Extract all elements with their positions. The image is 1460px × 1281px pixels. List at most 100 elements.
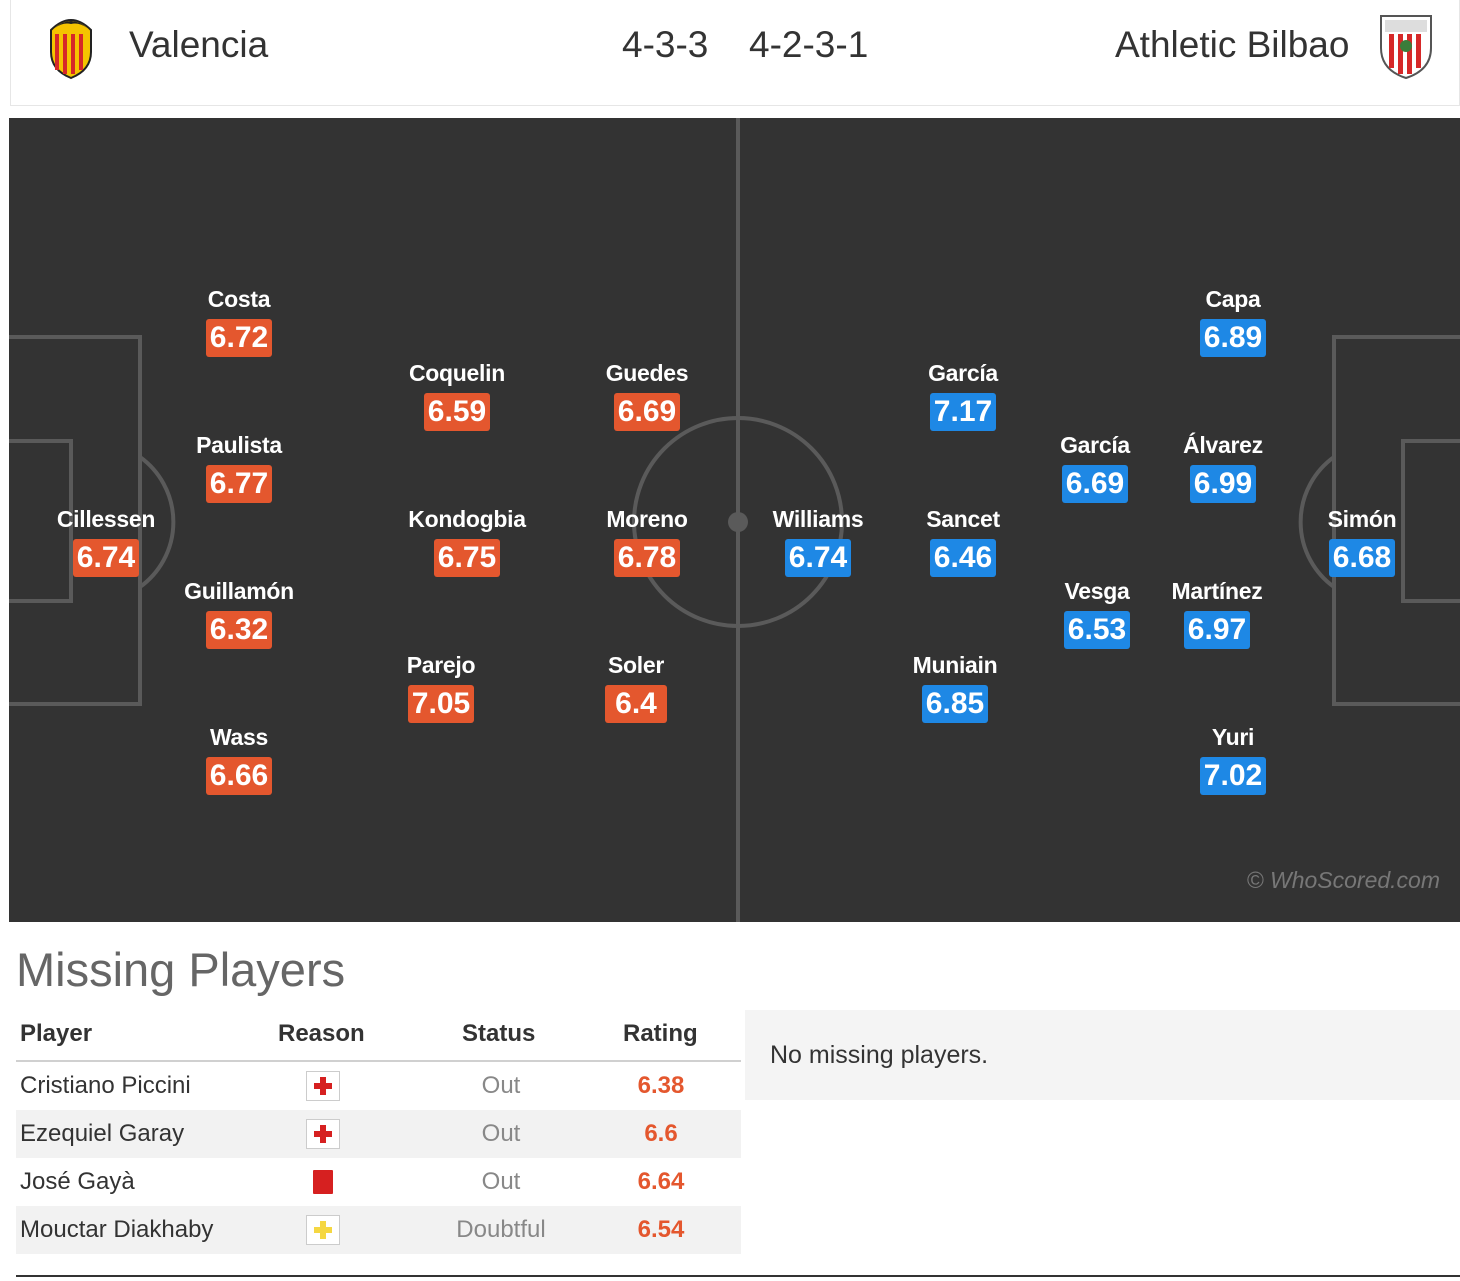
- player-away[interactable]: Martínez 6.97: [1137, 578, 1297, 649]
- table-row: Ezequiel Garay Out 6.6: [16, 1110, 741, 1158]
- rating-value: 6.54: [637, 1216, 685, 1243]
- player-home[interactable]: Soler 6.4: [556, 652, 716, 723]
- column-status: Status: [462, 1020, 536, 1047]
- player-rating: 6.99: [1189, 465, 1257, 503]
- athletic-bilbao-crest-icon[interactable]: [1377, 12, 1435, 80]
- column-rating: Rating: [623, 1020, 698, 1047]
- no-missing-message: No missing players.: [770, 1041, 989, 1069]
- player-name: Parejo: [406, 652, 476, 678]
- player-name: Moreno: [606, 506, 688, 532]
- player-rating: 6.69: [613, 393, 681, 431]
- player-home[interactable]: Moreno 6.78: [567, 506, 727, 577]
- rating-value: 6.6: [644, 1120, 678, 1147]
- home-team-name[interactable]: Valencia: [129, 24, 269, 65]
- rating-value: 6.64: [637, 1168, 685, 1195]
- player-rating: 6.46: [929, 539, 997, 577]
- player-name: Álvarez: [1183, 432, 1263, 458]
- player-name: García: [928, 360, 998, 386]
- player-rating: 7.02: [1199, 757, 1267, 795]
- player-away[interactable]: Yuri 7.02: [1153, 724, 1313, 795]
- away-missing-panel: No missing players.: [745, 1010, 1460, 1100]
- player-rating: 6.97: [1183, 611, 1251, 649]
- player-name: Wass: [209, 724, 269, 750]
- watermark: © WhoScored.com: [1246, 867, 1440, 893]
- missing-players-table: Player Reason Status Rating Cristiano Pi…: [16, 1012, 741, 1254]
- player-away[interactable]: Muniain 6.85: [875, 652, 1035, 723]
- player-rating: 6.66: [205, 757, 273, 795]
- doubtful-icon: [306, 1215, 340, 1245]
- player-away[interactable]: Capa 6.89: [1153, 286, 1313, 357]
- player-name: Coquelin: [409, 360, 505, 386]
- player-away[interactable]: García 6.69: [1015, 432, 1175, 503]
- match-header: Valencia 4-3-3 4-2-3-1 Athletic Bilbao: [10, 0, 1460, 106]
- player-link[interactable]: José Gayà: [20, 1168, 135, 1195]
- player-name: Williams: [772, 506, 864, 532]
- player-rating: 6.69: [1061, 465, 1129, 503]
- status-text: Doubtful: [456, 1216, 546, 1243]
- player-name: Simón: [1327, 506, 1397, 532]
- player-rating: 7.17: [929, 393, 997, 431]
- player-away[interactable]: Simón 6.68: [1282, 506, 1442, 577]
- player-rating: 6.77: [205, 465, 273, 503]
- player-away[interactable]: Álvarez 6.99: [1143, 432, 1303, 503]
- player-home[interactable]: Kondogbia 6.75: [387, 506, 547, 577]
- player-name: Guillamón: [184, 578, 294, 604]
- player-rating: 6.85: [921, 685, 989, 723]
- table-row: Mouctar Diakhaby Doubtful 6.54: [16, 1206, 741, 1254]
- pitch-lines: [9, 118, 1460, 922]
- player-rating: 6.68: [1328, 539, 1396, 577]
- player-away[interactable]: Sancet 6.46: [883, 506, 1043, 577]
- player-rating: 6.78: [613, 539, 681, 577]
- away-team-name[interactable]: Athletic Bilbao: [1115, 24, 1350, 65]
- player-rating: 7.05: [407, 685, 475, 723]
- player-name: Kondogbia: [408, 506, 526, 532]
- player-home[interactable]: Parejo 7.05: [361, 652, 521, 723]
- player-link[interactable]: Mouctar Diakhaby: [20, 1216, 214, 1243]
- valencia-crest-icon[interactable]: [45, 12, 97, 80]
- player-link[interactable]: Ezequiel Garay: [20, 1120, 185, 1147]
- away-formation: 4-2-3-1: [749, 24, 869, 65]
- player-rating: 6.75: [433, 539, 501, 577]
- injury-icon: [306, 1119, 340, 1149]
- player-home[interactable]: Guillamón 6.32: [159, 578, 319, 649]
- player-rating: 6.89: [1199, 319, 1267, 357]
- column-player: Player: [20, 1020, 93, 1047]
- status-text: Out: [481, 1120, 521, 1147]
- player-away[interactable]: Vesga 6.53: [1017, 578, 1177, 649]
- player-home[interactable]: Wass 6.66: [159, 724, 319, 795]
- player-rating: 6.74: [784, 539, 852, 577]
- home-formation: 4-3-3: [622, 24, 709, 65]
- player-away[interactable]: Williams 6.74: [738, 506, 898, 577]
- player-name: García: [1060, 432, 1130, 458]
- player-home[interactable]: Coquelin 6.59: [377, 360, 537, 431]
- column-reason: Reason: [278, 1020, 365, 1047]
- status-text: Out: [481, 1168, 521, 1195]
- player-away[interactable]: García 7.17: [883, 360, 1043, 431]
- player-name: Paulista: [196, 432, 282, 458]
- table-row: Cristiano Piccini Out 6.38: [16, 1062, 741, 1110]
- injury-icon: [306, 1071, 340, 1101]
- player-name: Martínez: [1171, 578, 1263, 604]
- player-name: Guedes: [605, 360, 689, 386]
- player-rating: 6.32: [205, 611, 273, 649]
- status-text: Out: [481, 1072, 521, 1099]
- player-rating: 6.74: [72, 539, 140, 577]
- player-name: Vesga: [1064, 578, 1130, 604]
- player-rating: 6.4: [605, 685, 667, 723]
- table-header: Player Reason Status Rating: [16, 1012, 741, 1062]
- player-link[interactable]: Cristiano Piccini: [20, 1072, 191, 1099]
- divider: [16, 1275, 1460, 1277]
- player-name: Costa: [207, 286, 271, 312]
- red-card-icon: [306, 1167, 340, 1197]
- player-home[interactable]: Guedes 6.69: [567, 360, 727, 431]
- player-name: Yuri: [1211, 724, 1255, 750]
- player-home[interactable]: Costa 6.72: [159, 286, 319, 357]
- rating-value: 6.38: [637, 1072, 685, 1099]
- player-name: Soler: [607, 652, 665, 678]
- table-row: José Gayà Out 6.64: [16, 1158, 741, 1206]
- player-home[interactable]: Paulista 6.77: [159, 432, 319, 503]
- player-home[interactable]: Cillessen 6.74: [26, 506, 186, 577]
- player-rating: 6.59: [423, 393, 491, 431]
- formation-pitch: Cillessen 6.74 Costa 6.72 Paulista 6.77 …: [9, 118, 1460, 922]
- missing-players-title: Missing Players: [16, 943, 346, 996]
